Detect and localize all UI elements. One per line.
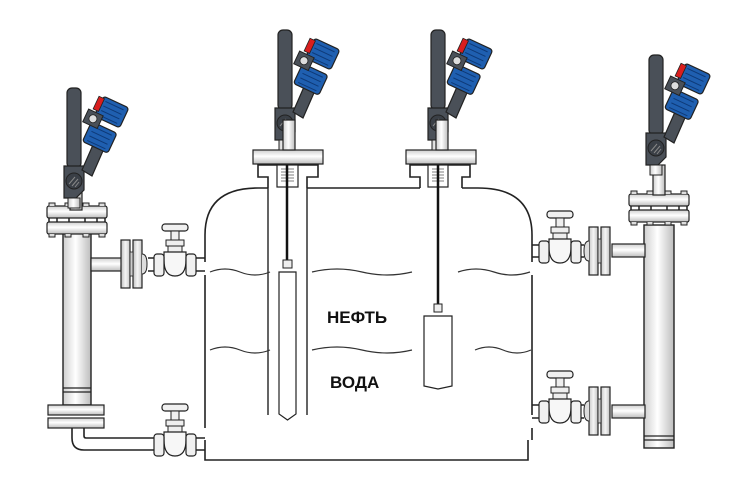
water-surface-waves bbox=[209, 346, 532, 354]
tank-nozzle-left bbox=[252, 149, 324, 188]
level-transmitter-right-chamber[interactable] bbox=[645, 54, 712, 176]
oil-surface-waves bbox=[209, 268, 531, 276]
valve-left-lower[interactable] bbox=[153, 403, 197, 457]
left-chamber bbox=[46, 169, 108, 429]
level-transmitter-displacer[interactable] bbox=[427, 29, 494, 151]
water-label: ВОДА bbox=[330, 373, 379, 392]
displacer bbox=[423, 164, 453, 390]
valve-left-upper[interactable] bbox=[153, 223, 197, 277]
oil-label: НЕФТЬ bbox=[327, 308, 387, 327]
stilling-well bbox=[267, 164, 308, 421]
tank-nozzle-right bbox=[405, 149, 477, 188]
valve-right-upper[interactable] bbox=[538, 210, 582, 264]
right-lower-connection bbox=[532, 386, 646, 436]
level-transmitter-stilling-well[interactable] bbox=[274, 29, 341, 151]
level-transmitter-left-chamber[interactable] bbox=[63, 87, 130, 209]
valve-right-lower[interactable] bbox=[538, 370, 582, 424]
right-chamber bbox=[628, 164, 690, 449]
